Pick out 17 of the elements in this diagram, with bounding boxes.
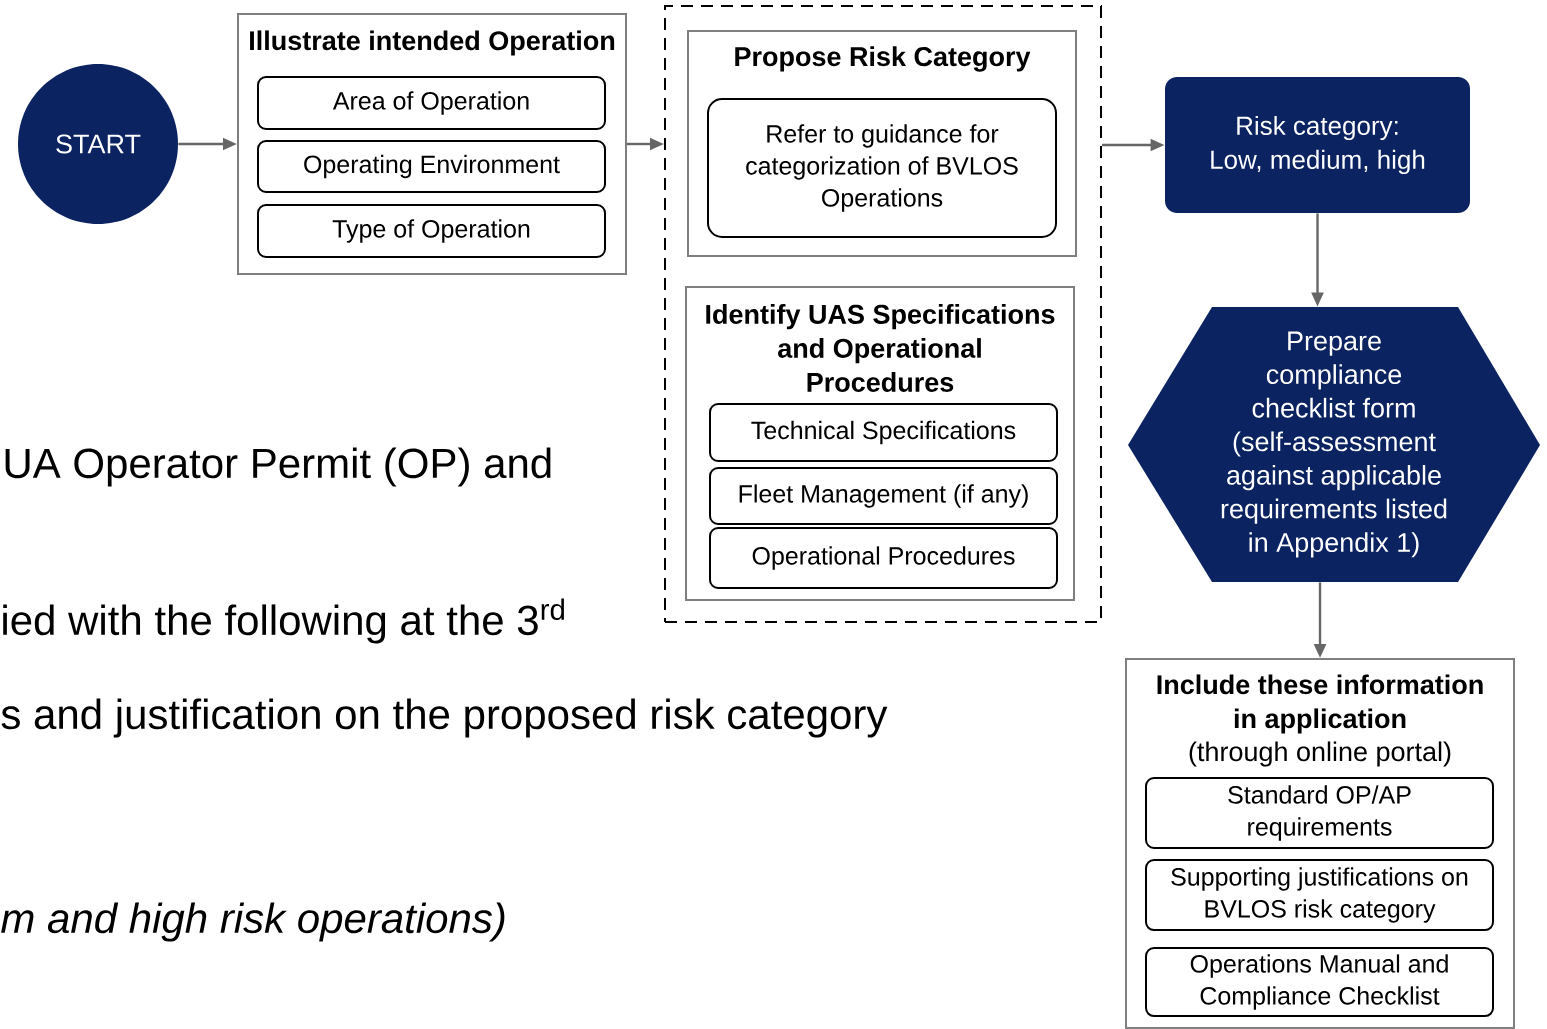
rounded-box: Standard OP/AP requirements — [1145, 777, 1494, 849]
rounded-box: Fleet Management (if any) — [709, 467, 1058, 525]
body-text: ied with the following at the 3$^{rd}$ — [3, 598, 564, 644]
dashed-frame — [664, 5, 1102, 623]
body-text: s and justification on the proposed risk category — [1, 698, 888, 738]
rounded-box: Area of Operation — [257, 76, 606, 130]
rounded-box: Operational Procedures — [709, 527, 1058, 589]
hexagon-box: Prepare compliance checklist form (self-assessment against applicable requirements listed in Appendix 1) — [1128, 307, 1540, 582]
rounded-box: Technical Specifications — [709, 403, 1058, 462]
rounded-box: Operating Environment — [257, 140, 606, 193]
rounded-box: Refer to guidance for categorization of BVLOS Operations — [707, 98, 1057, 238]
rounded-box: Type of Operation — [257, 204, 606, 258]
rounded-box: Operations Manual and Compliance Checklist — [1145, 947, 1494, 1017]
rounded-box: Supporting justifications on BVLOS risk category — [1145, 859, 1494, 931]
body-text: m and high risk operations) — [1, 902, 505, 942]
process-box: Risk category: Low, medium, high — [1165, 77, 1470, 213]
body-text: UA Operator Permit (OP) and — [5, 447, 551, 487]
